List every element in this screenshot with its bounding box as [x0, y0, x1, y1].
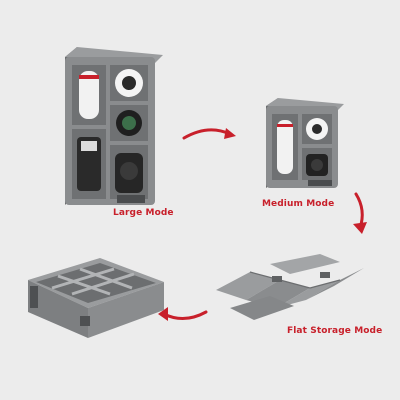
arrow-right-icon	[180, 122, 238, 146]
tray-mode-insert-image	[18, 252, 168, 342]
medium-mode-label: Medium Mode	[262, 199, 335, 209]
large-mode-insert-image	[55, 45, 175, 215]
flat-storage-mode-label: Flat Storage Mode	[287, 326, 383, 336]
arrow-left-icon	[156, 302, 210, 326]
large-mode-label: Large Mode	[113, 208, 174, 218]
arrow-down-icon	[348, 190, 372, 236]
flat-storage-insert-image	[210, 250, 370, 330]
medium-mode-insert-image	[252, 96, 352, 196]
